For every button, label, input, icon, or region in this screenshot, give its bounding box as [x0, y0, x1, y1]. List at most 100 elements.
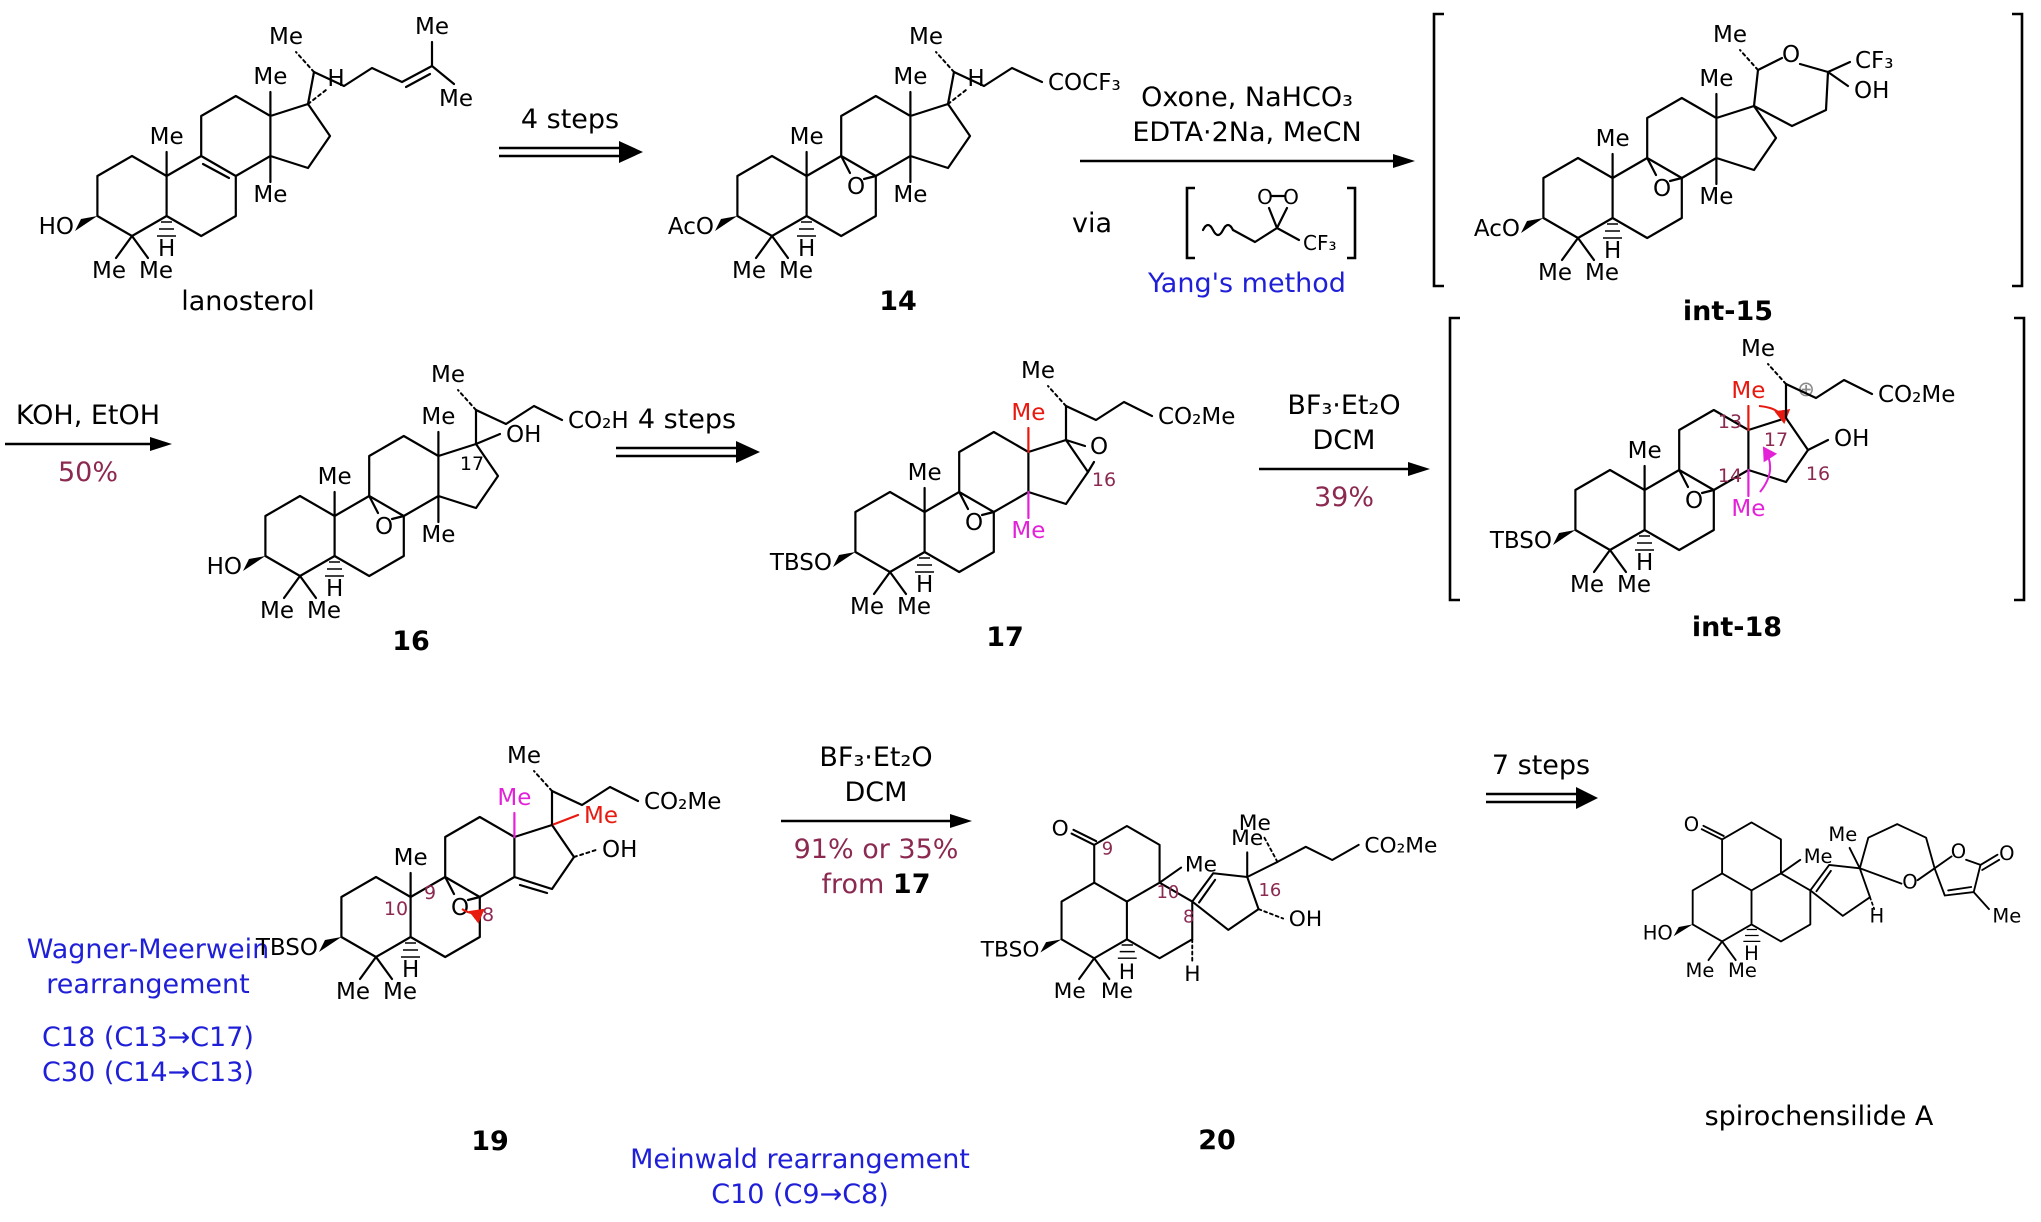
- me-label-c18: Me: [1731, 378, 1765, 404]
- atom-number-10: 10: [384, 898, 408, 920]
- yang-method-label: Yang's method: [1148, 268, 1346, 300]
- me-label: Me: [1021, 358, 1055, 384]
- h-label: H: [916, 572, 933, 598]
- me-label: Me: [1828, 823, 1857, 846]
- o-label: O: [1257, 185, 1273, 209]
- h-label: H: [158, 236, 175, 262]
- me-label: Me: [779, 258, 813, 284]
- h-label: H: [402, 957, 419, 983]
- atom-number-17: 17: [460, 453, 484, 475]
- co2h-label: CO₂H: [568, 408, 629, 434]
- epoxide-o-label: O: [1653, 176, 1671, 202]
- co2me-label: CO₂Me: [1878, 382, 1955, 408]
- oh-label: OH: [506, 422, 541, 448]
- ho-label: HO: [1643, 922, 1673, 945]
- arrow-7-steps: 7 steps: [1482, 748, 1600, 815]
- reagent-line: Oxone, NaHCO₃: [1141, 82, 1353, 113]
- me-label: Me: [1538, 260, 1572, 286]
- double-arrow-icon: [616, 441, 760, 464]
- atom-number-17: 17: [1764, 429, 1788, 451]
- me-label: Me: [1728, 959, 1757, 982]
- me-label: Me: [1101, 979, 1133, 1004]
- me-label: Me: [1713, 22, 1747, 48]
- c19-bonds: O 10 9 8 Me Me Me OH Me Me H TBSO Me CO₂…: [255, 743, 722, 1005]
- int15-bonds: O Me Me Me Me Me H AcO O CF₃ OH Me: [1474, 22, 1894, 286]
- me-label: Me: [394, 845, 428, 871]
- reagent-line: BF₃·Et₂O: [1287, 390, 1401, 421]
- caption-19: 19: [471, 1126, 509, 1157]
- meinwald-annotation: Meinwald rearrangement C10 (C9→C8): [595, 1142, 1005, 1212]
- c16-bonds: O Me Me Me Me Me H HO OH 17 Me CO₂H: [207, 362, 629, 624]
- annotation-line: C10 (C9→C8): [711, 1179, 889, 1211]
- co2me-label: CO₂Me: [1158, 404, 1235, 430]
- me-label: Me: [318, 464, 352, 490]
- h-label: H: [967, 66, 984, 92]
- structure-19: O 10 9 8 Me Me Me OH Me Me H TBSO Me CO₂…: [255, 743, 722, 1005]
- tbso-label: TBSO: [255, 935, 318, 961]
- caption-lanosterol: lanosterol: [181, 286, 315, 317]
- annotation-line: C30 (C14→C13): [42, 1057, 254, 1089]
- h-label: H: [1604, 238, 1621, 264]
- ho-label: HO: [207, 554, 242, 580]
- me-label: Me: [150, 124, 184, 150]
- annotation-line: rearrangement: [46, 969, 250, 1001]
- epoxide-o-label: O: [375, 514, 393, 540]
- me-label: Me: [850, 594, 884, 620]
- h-label: H: [1184, 962, 1200, 987]
- c20-bonds: O 9 Me 10 8 Me Me CO₂Me OH 16 H TBSO Me …: [980, 811, 1438, 1004]
- me-label: Me: [893, 182, 927, 208]
- arrow-label: 7 steps: [1491, 750, 1591, 781]
- molecule-20: O 9 Me 10 8 Me Me CO₂Me OH 16 H TBSO Me …: [962, 690, 1472, 1156]
- structure-20: O 9 Me 10 8 Me Me CO₂Me OH 16 H TBSO Me …: [980, 811, 1438, 1004]
- int18-bonds: O Me Me 13 17 14 16 Me OH ⊕ Me Me H TBSO…: [1489, 336, 1956, 598]
- atom-number-9: 9: [424, 882, 436, 904]
- yield-label: 50%: [57, 457, 118, 489]
- h-label: H: [1119, 960, 1135, 985]
- me-label: Me: [1628, 438, 1662, 464]
- ketone-o-label: O: [1052, 816, 1069, 841]
- aco-label: AcO: [1474, 216, 1520, 242]
- me-label: Me: [253, 182, 287, 208]
- molecule-16: O Me Me Me Me Me H HO OH 17 Me CO₂H 16: [176, 336, 646, 657]
- aco-label: AcO: [668, 214, 714, 240]
- c17-bonds: O Me Me Me Me Me H TBSO O 16 Me CO₂Me: [769, 358, 1236, 620]
- spiro-bonds: O Me Me O H O O Me HO Me Me H: [1643, 813, 2022, 982]
- me-label: Me: [1992, 905, 2021, 928]
- epoxide-o-label: O: [1685, 488, 1703, 514]
- atom-number-13: 13: [1718, 411, 1742, 433]
- cf3-label: CF₃: [1303, 231, 1337, 255]
- cf3-label: CF₃: [1855, 48, 1894, 74]
- molecule-14: O Me Me Me Me Me H AcO H Me COCF₃ 14: [648, 2, 1148, 317]
- arrow-icon: [1259, 462, 1430, 477]
- arrow-koh: KOH, EtOH 50%: [2, 398, 174, 490]
- molecule-spirochensilide-a: O Me Me O H O O Me HO Me Me H spirochens…: [1598, 700, 2040, 1132]
- o-label: O: [1283, 185, 1299, 209]
- pyran-o-label: O: [1902, 871, 1917, 894]
- c14-bonds: O Me Me Me Me Me H AcO H Me COCF₃: [668, 24, 1121, 284]
- lanosterol-bonds: Me Me Me Me Me H HO H Me Me Me: [39, 14, 473, 284]
- arrow-bf3-2: BF₃·Et₂O DCM 91% or 35% from 17: [778, 740, 974, 902]
- me-label: Me: [253, 64, 287, 90]
- oh-label: OH: [1854, 78, 1889, 104]
- me-label: Me: [415, 14, 449, 40]
- caption-int15: int-15: [1682, 296, 1774, 327]
- me-label: Me: [336, 979, 370, 1005]
- arrow-bf3-1: BF₃·Et₂O DCM 39%: [1256, 388, 1432, 515]
- me-label-c30: Me: [1011, 518, 1045, 544]
- me-label: Me: [1054, 979, 1086, 1004]
- double-arrow-icon: [499, 141, 643, 164]
- atom-number-14: 14: [1718, 465, 1742, 487]
- arrow-label: 4 steps: [520, 104, 620, 135]
- co2me-label: CO₂Me: [1364, 833, 1437, 858]
- me-label: Me: [92, 258, 126, 284]
- cocf3-label: COCF₃: [1048, 70, 1121, 96]
- structure-int18: O Me Me 13 17 14 16 Me OH ⊕ Me Me H TBSO…: [1448, 316, 2026, 602]
- me-label: Me: [897, 594, 931, 620]
- molecule-19: O 10 9 8 Me Me Me OH Me Me H TBSO Me CO₂…: [240, 715, 740, 1157]
- yield-label: 91% or 35%: [793, 834, 959, 866]
- arrow-icon: [1080, 154, 1415, 169]
- caption-int18: int-18: [1691, 612, 1783, 643]
- reagent-line: DCM: [844, 777, 908, 809]
- me-label-c30: Me: [497, 785, 531, 811]
